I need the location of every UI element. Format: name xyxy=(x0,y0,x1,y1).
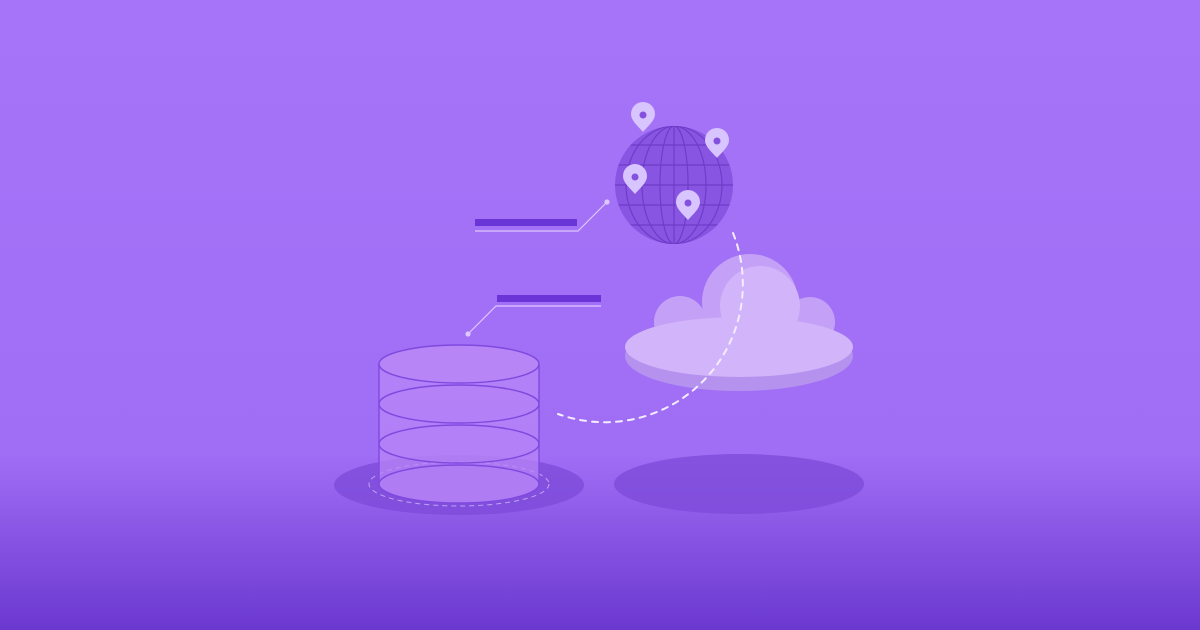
cloud-icon xyxy=(625,254,853,391)
location-pin-icon xyxy=(676,190,700,220)
location-pin-icon xyxy=(705,128,729,158)
cloud-floor-shadow xyxy=(614,454,864,514)
location-pin-icon xyxy=(623,164,647,194)
dashed-arc xyxy=(557,232,744,424)
callout-line-globe xyxy=(475,199,610,232)
database-icon xyxy=(368,344,550,507)
callout-line-database xyxy=(465,295,601,337)
location-pin-icon xyxy=(631,102,655,132)
globe-icon xyxy=(615,126,733,244)
